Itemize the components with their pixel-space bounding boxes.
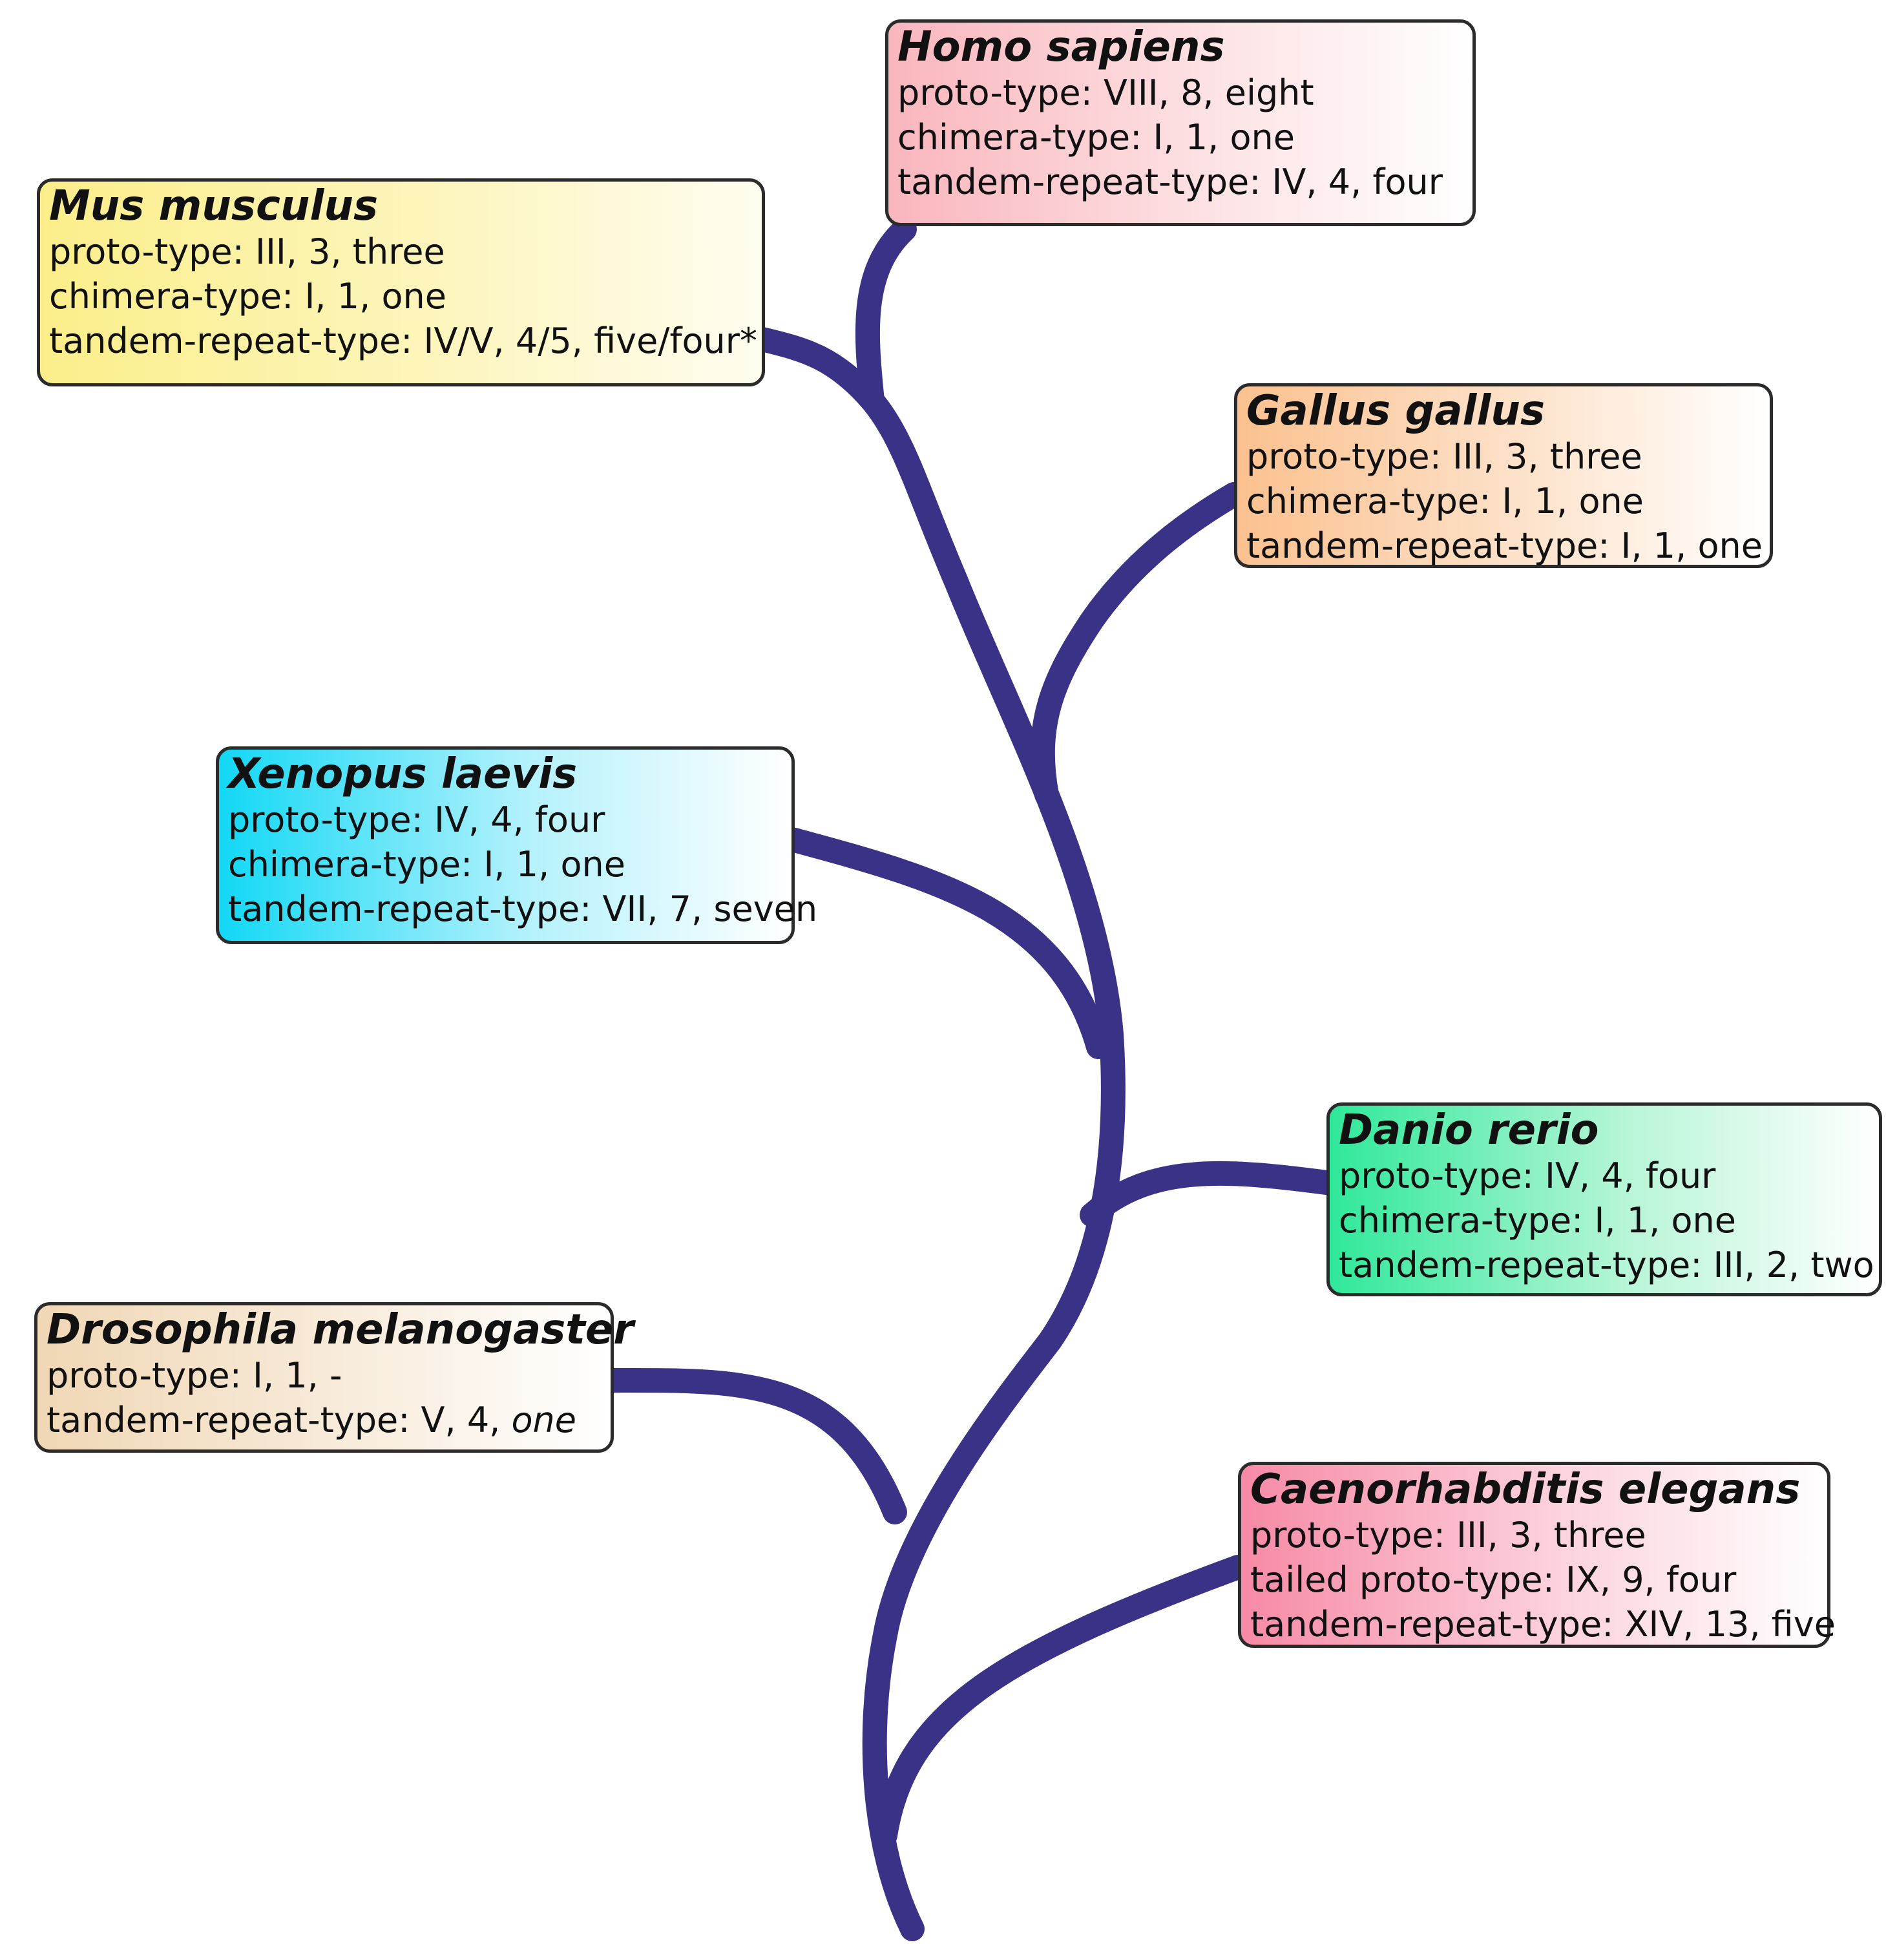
node-line: tandem-repeat-type: IV/V, 4/5, five/four… [49, 321, 757, 361]
node-line: proto-type: IV, 4, four [1339, 1155, 1716, 1196]
node-line: proto-type: III, 3, three [49, 231, 445, 272]
branch-danio-rerio [1080, 1161, 1339, 1227]
node-xenopus-laevis: Xenopus laevis proto-type: IV, 4, four c… [216, 746, 818, 944]
branch-gallus-gallus [1030, 482, 1246, 807]
node-danio-rerio: Danio rerio proto-type: IV, 4, four chim… [1326, 1102, 1882, 1296]
species-name: Caenorhabditis elegans [1250, 1466, 1801, 1513]
branch-drosophila-melanogaster [602, 1367, 907, 1524]
node-line: tandem-repeat-type: III, 2, two [1339, 1245, 1874, 1285]
branch-homo-sapiens [855, 217, 917, 413]
node-homo-sapiens: Homo sapiens proto-type: VIII, 8, eight … [885, 19, 1476, 226]
node-line: proto-type: III, 3, three [1246, 436, 1642, 477]
node-line: tandem-repeat-type: V, 4, one [47, 1398, 602, 1442]
species-name: Drosophila melanogaster [47, 1306, 634, 1354]
branch-xenopus-laevis [782, 828, 1111, 1059]
species-name: Danio rerio [1339, 1106, 1599, 1154]
node-gallus-gallus: Gallus gallus proto-type: III, 3, three … [1234, 383, 1773, 568]
node-line: chimera-type: I, 1, one [1246, 481, 1644, 522]
node-line: tailed proto-type: IX, 9, four [1250, 1559, 1737, 1600]
node-line: proto-type: III, 3, three [1250, 1515, 1646, 1555]
node-line: tandem-repeat-type: XIV, 13, five [1250, 1604, 1836, 1645]
species-name: Homo sapiens [897, 23, 1225, 71]
node-drosophila-melanogaster: Drosophila melanogaster proto-type: I, 1… [34, 1302, 634, 1453]
node-mus-musculus: Mus musculus proto-type: III, 3, three c… [37, 178, 765, 386]
branch-mus-musculus [750, 327, 885, 413]
node-line: proto-type: I, 1, - [47, 1355, 342, 1396]
node-line: tandem-repeat-type: VII, 7, seven [228, 889, 818, 929]
species-name: Mus musculus [49, 182, 379, 230]
node-line: proto-type: VIII, 8, eight [897, 72, 1314, 113]
node-line: chimera-type: I, 1, one [1339, 1200, 1736, 1241]
node-line: chimera-type: I, 1, one [49, 276, 446, 317]
node-line: tandem-repeat-type: IV, 4, four [897, 162, 1443, 202]
node-line: chimera-type: I, 1, one [228, 844, 625, 885]
branch-caenorhabditis-elegans [873, 1555, 1250, 1848]
node-line: tandem-repeat-type: I, 1, one [1246, 525, 1763, 566]
species-name: Gallus gallus [1246, 387, 1545, 435]
node-line-italic: one [511, 1400, 577, 1440]
node-caenorhabditis-elegans: Caenorhabditis elegans proto-type: III, … [1238, 1462, 1836, 1648]
node-line-prefix: tandem-repeat-type: V, 4, [47, 1400, 512, 1440]
node-line: proto-type: IV, 4, four [228, 799, 605, 840]
node-line: chimera-type: I, 1, one [897, 117, 1295, 158]
species-name: Xenopus laevis [228, 750, 578, 798]
